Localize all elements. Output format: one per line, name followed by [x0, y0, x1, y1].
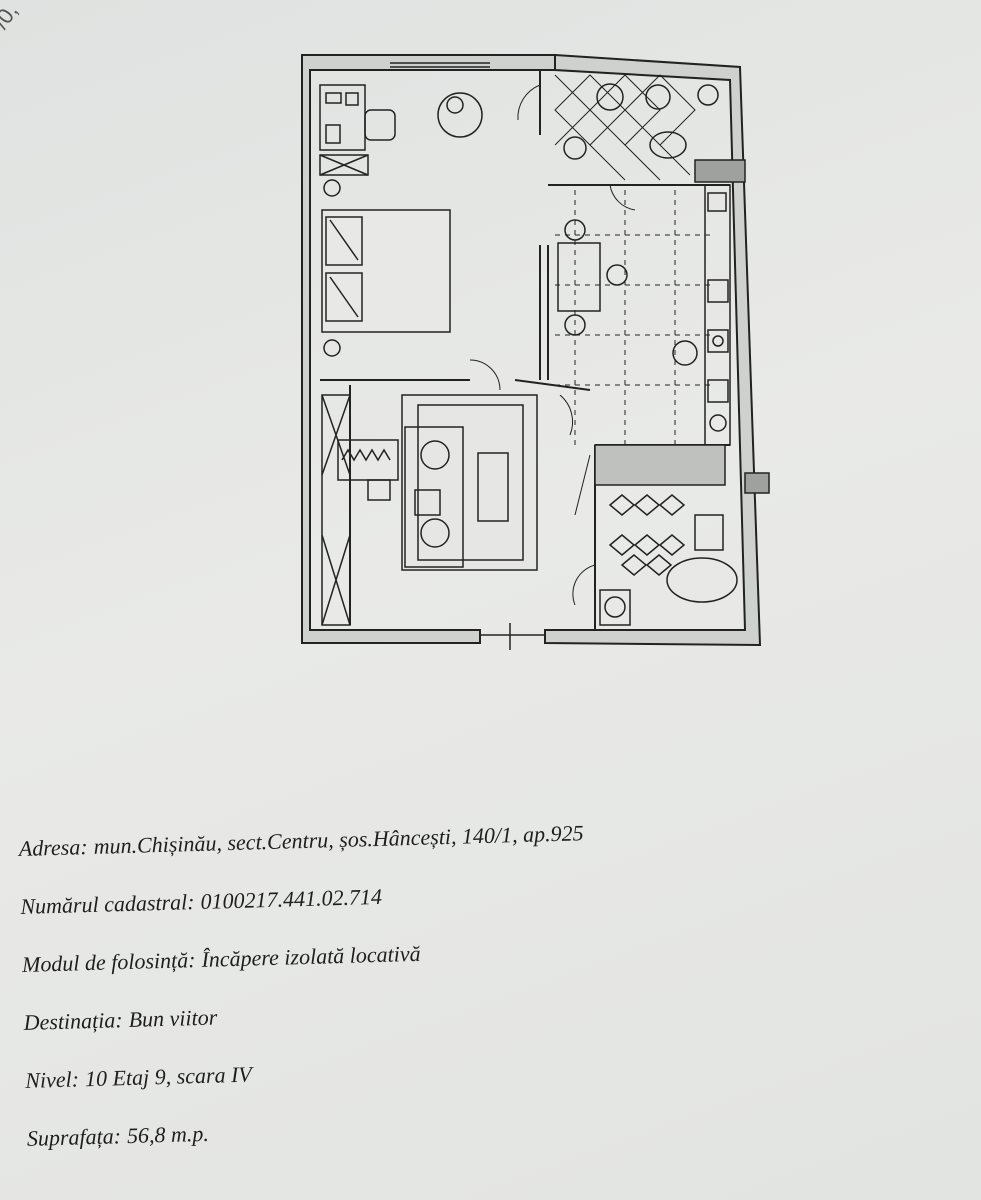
area-value: 56,8 m.p.	[126, 1120, 210, 1149]
wc-tiles	[554, 74, 696, 181]
desk-icon	[319, 84, 366, 151]
address-label: Adresa:	[18, 834, 88, 861]
address-value: mun.Chișinău, sect.Centru, șos.Hâncești,…	[93, 820, 584, 859]
bathtub-icon	[666, 557, 738, 603]
wardrobe-icon	[319, 154, 399, 626]
bathroom	[594, 444, 738, 626]
property-info: Adresa:mun.Chișinău, sect.Centru, șos.Hâ…	[18, 795, 927, 1168]
toilet-icon	[596, 83, 624, 111]
destination-label: Destinația:	[23, 1007, 123, 1035]
kitchen-counter-icon	[672, 184, 731, 446]
armchair-person-icon	[437, 92, 483, 138]
usage-mode-label: Modul de folosință:	[21, 947, 196, 977]
toilet-icon	[694, 514, 724, 551]
living-room	[401, 394, 538, 571]
sofa-icon	[404, 426, 464, 568]
dining-table-icon	[557, 219, 628, 336]
washing-machine-icon	[709, 414, 727, 432]
destination-value: Bun viitor	[128, 1004, 218, 1032]
plant-icon	[563, 136, 587, 160]
coffee-table-icon	[477, 452, 509, 522]
person-icon	[446, 96, 464, 114]
floor-plan	[290, 45, 780, 655]
cadastral-label: Numărul cadastral:	[20, 889, 195, 919]
kitchen-floor-grid	[555, 190, 710, 445]
washing-machine-icon	[604, 596, 626, 618]
stove-icon	[707, 279, 729, 303]
structural-columns	[694, 159, 770, 494]
area-label: Suprafața:	[26, 1123, 122, 1151]
cadastral-value: 0100217.441.02.714	[200, 883, 383, 914]
sink-icon	[697, 84, 719, 106]
chair-icon	[364, 109, 396, 141]
nightstand-lamp-icon	[323, 179, 341, 197]
corner-mark: /0,	[0, 0, 23, 34]
exterior-walls	[301, 53, 762, 650]
nightstand-lamp-icon	[323, 339, 341, 357]
bed-icon	[321, 209, 451, 333]
bidet-icon	[649, 131, 687, 159]
usage-mode-value: Încăpere izolată locativă	[201, 940, 421, 972]
level-label: Nivel:	[24, 1066, 80, 1093]
sink-icon	[645, 84, 671, 110]
level-value: 10 Etaj 9, scara IV	[84, 1061, 253, 1092]
sink-icon	[707, 329, 729, 353]
door-swings	[469, 84, 636, 606]
